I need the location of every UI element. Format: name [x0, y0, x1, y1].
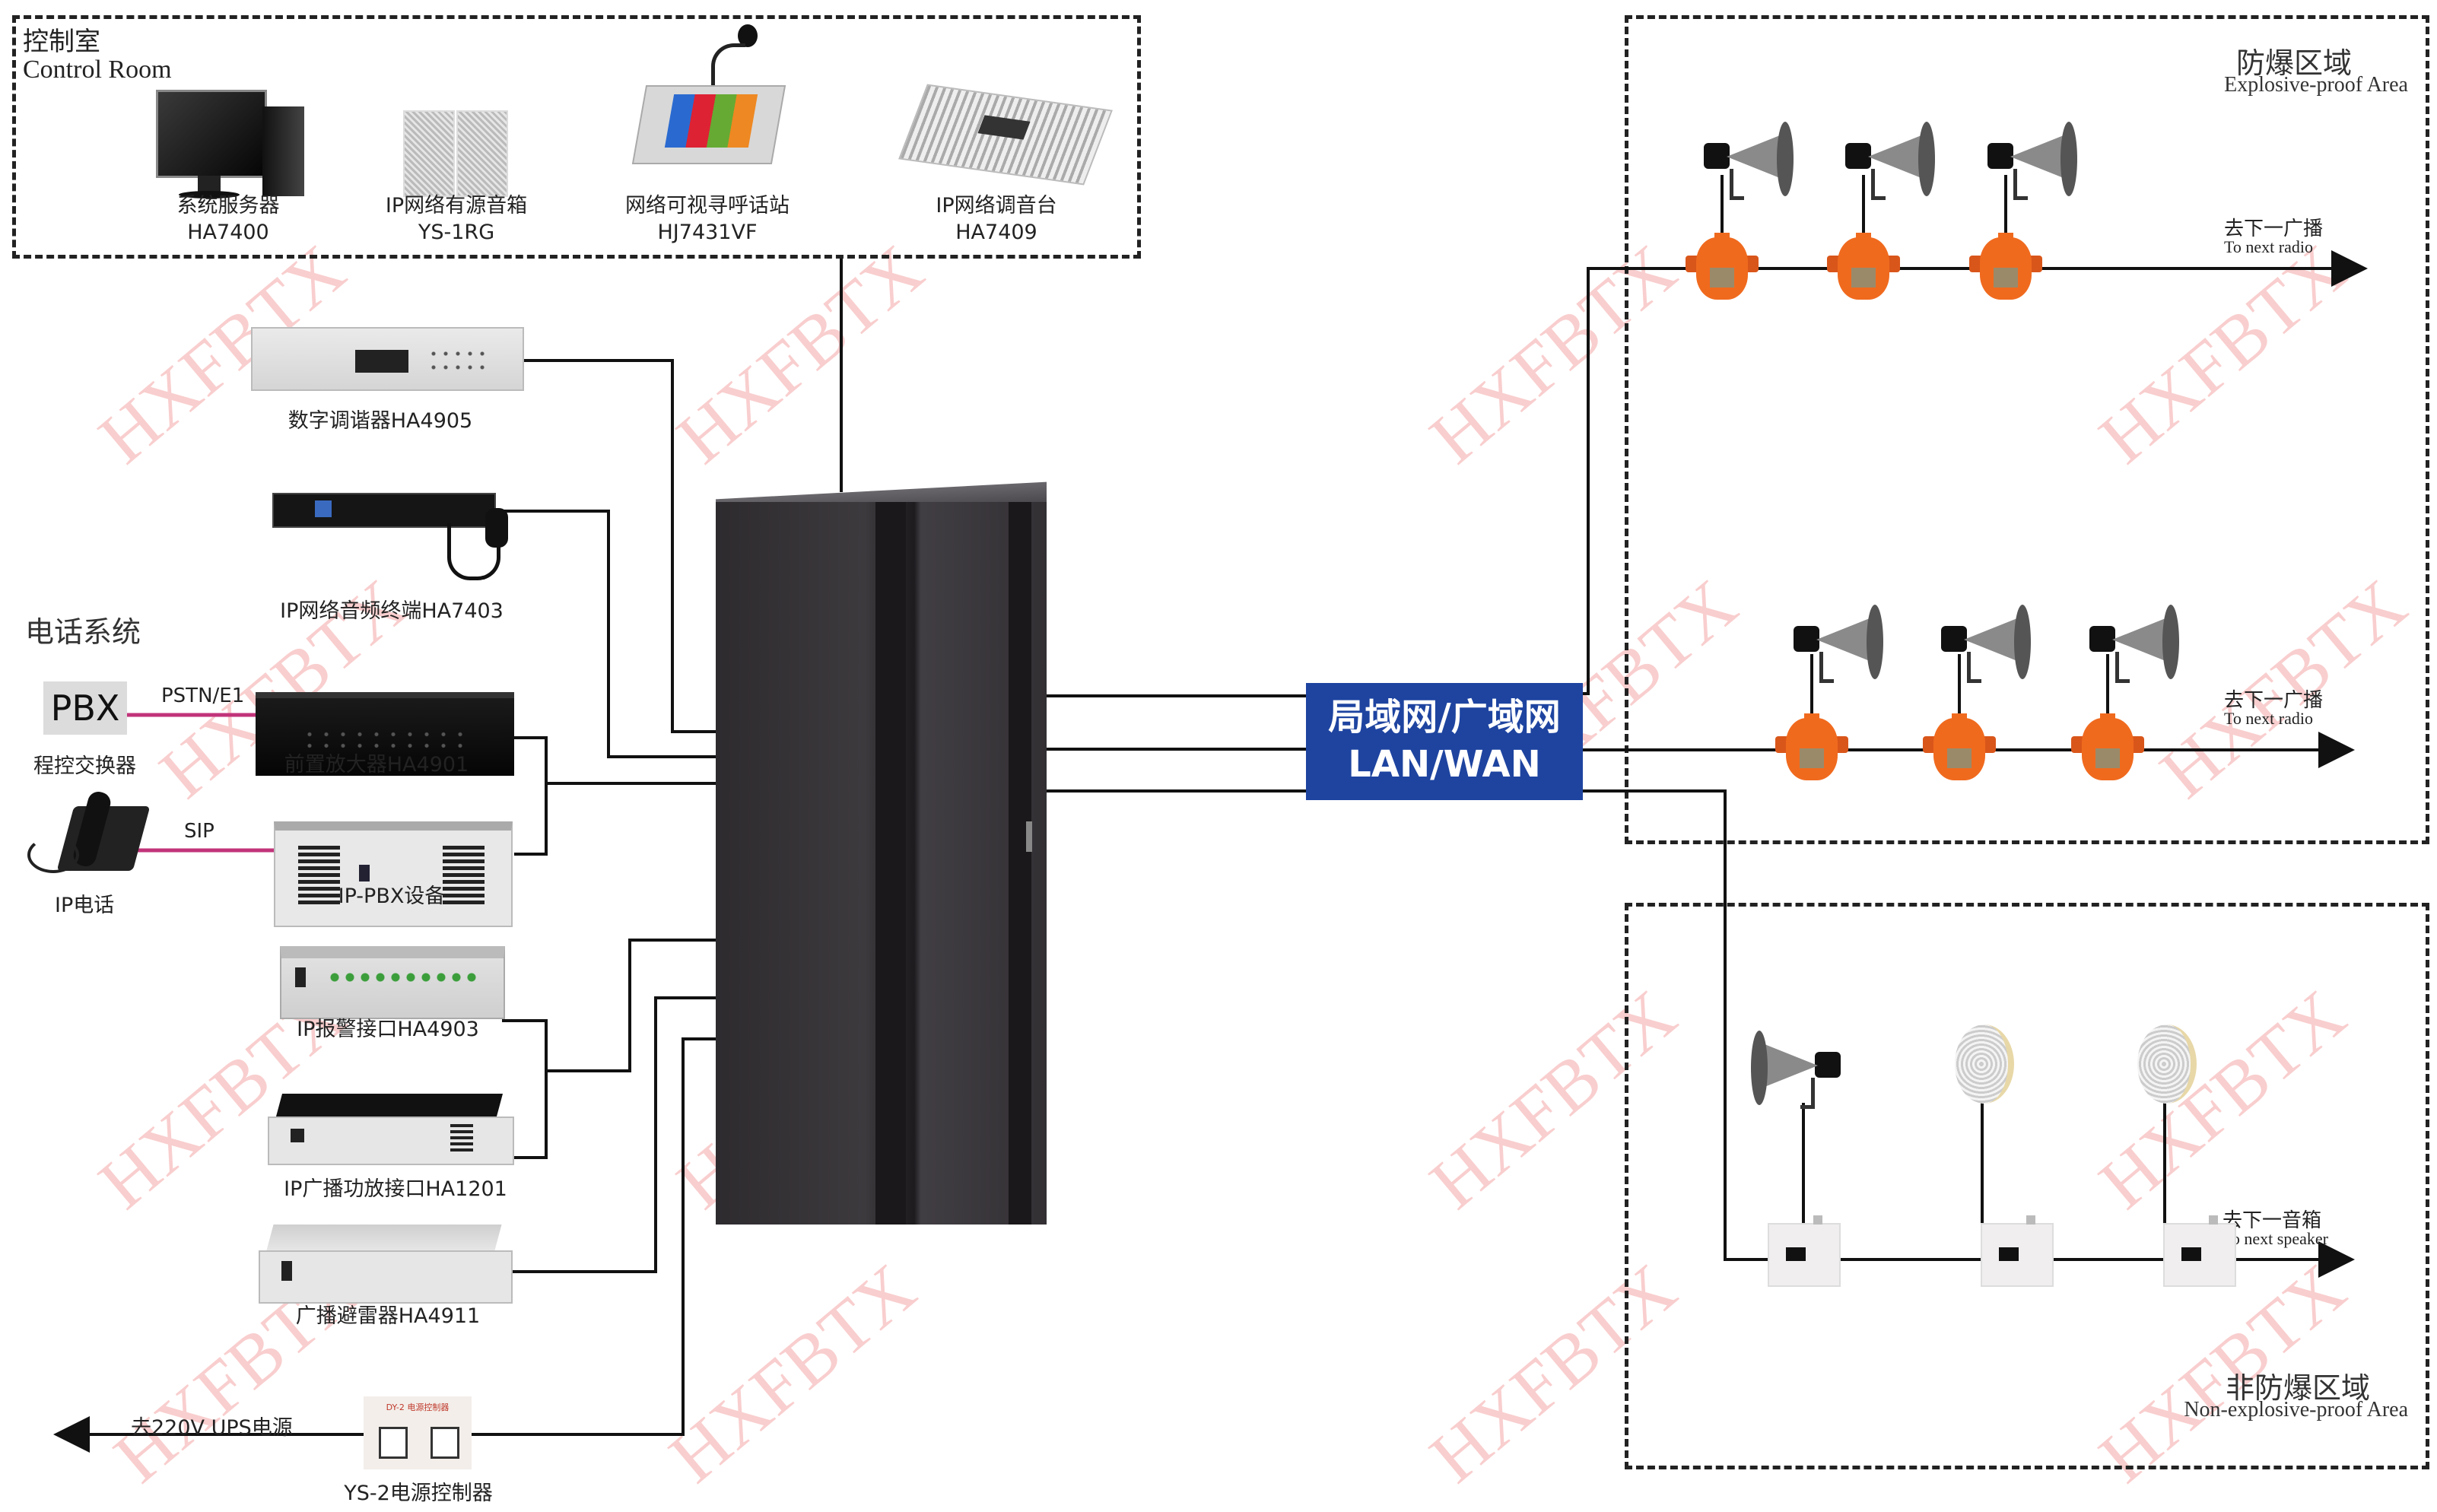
server-computer-icon: [156, 90, 308, 211]
device-label: IP网络音频终端HA7403: [280, 599, 504, 623]
horn-speaker-icon: [1794, 605, 1892, 688]
horn-speaker-icon: [1941, 605, 2040, 688]
wire-alarm-group: [546, 939, 721, 1072]
mixing-console-icon: [898, 84, 1113, 186]
horn-speaker-icon: [1987, 122, 2086, 205]
next-radio-label-cn: 去下一广播: [2224, 689, 2324, 711]
power-panel-label: DY-2 电源控制器: [386, 1402, 450, 1412]
explosion-proof-junction-box-icon: [1775, 713, 1848, 782]
power-controller-icon: DY-2 电源控制器: [364, 1396, 472, 1469]
ip-phone-label: IP电话: [55, 894, 115, 917]
control-room-zone: [12, 15, 1141, 259]
device-model: HJ7431VF: [657, 221, 758, 244]
device-label: IP网络有源音箱: [385, 194, 528, 218]
device-label: 数字调谐器HA4905: [288, 409, 473, 433]
next-radio-label-cn: 去下一广播: [2224, 218, 2324, 240]
paging-station-icon: [624, 24, 791, 164]
wire-tuner: [520, 359, 718, 733]
ceiling-speaker-icon: [1955, 1024, 2016, 1108]
amplifier-interface-icon: [268, 1094, 514, 1165]
wire-alarm: [502, 1019, 548, 1159]
control-room-title-cn: 控制室: [23, 28, 100, 56]
device-model: HA7409: [955, 221, 1037, 244]
device-model: YS-1RG: [418, 221, 495, 244]
next-speaker-label-cn: 去下一音箱: [2223, 1209, 2322, 1231]
wire-power: [472, 1037, 721, 1436]
next-speaker-label-en: To next speaker: [2223, 1229, 2328, 1248]
horn-speaker-icon: [1742, 1031, 1841, 1114]
device-label: IP网络调音台: [936, 194, 1057, 218]
sip-label: SIP: [184, 820, 214, 843]
lan-wan-title-cn: 局域网/广域网: [1328, 696, 1561, 739]
non-explosive-proof-zone: [1625, 903, 2429, 1469]
explosive-zone-title-en: Explosive-proof Area: [2224, 73, 2408, 97]
ups-label: 去220V UPS电源: [131, 1416, 293, 1440]
pbx-label: 程控交换器: [33, 754, 136, 778]
active-speaker-icon: [403, 110, 510, 198]
digital-tuner-icon: [251, 327, 524, 391]
explosion-proof-junction-box-icon: [1923, 713, 1996, 782]
speaker-junction-box-icon: [1768, 1215, 1841, 1287]
explosion-proof-junction-box-icon: [2071, 713, 2144, 782]
audio-terminal-icon: [272, 493, 516, 584]
speaker-junction-box-icon: [2163, 1215, 2236, 1287]
lightning-arrester-icon: [259, 1225, 513, 1304]
wire-preamp: [514, 736, 548, 856]
non-explosive-zone-title-cn: 非防爆区域: [2225, 1373, 2370, 1405]
next-radio-label-en: To next radio: [2224, 237, 2313, 256]
alarm-interface-icon: [280, 946, 505, 1019]
phone-system-title: 电话系统: [25, 615, 141, 649]
explosion-proof-junction-box-icon: [1827, 233, 1900, 301]
explosion-proof-junction-box-icon: [1969, 233, 2042, 301]
ip-phone-icon: [27, 789, 151, 878]
lan-wan-title-en: LAN/WAN: [1348, 743, 1541, 786]
explosive-proof-zone: [1625, 15, 2429, 844]
device-label: IP报警接口HA4903: [297, 1018, 479, 1041]
horn-speaker-icon: [1704, 122, 1803, 205]
wire-arrester: [502, 996, 721, 1273]
ceiling-speaker-icon: [2137, 1024, 2198, 1108]
next-radio-label-en: To next radio: [2224, 709, 2313, 728]
pstn-label: PSTN/E1: [161, 685, 245, 707]
explosive-zone-title-cn: 防爆区域: [2235, 48, 2352, 80]
non-explosive-zone-title-en: Non-explosive-proof Area: [2184, 1398, 2408, 1421]
device-label: 网络可视寻呼话站: [625, 194, 790, 218]
lan-wan-box: 局域网/广域网 LAN/WAN: [1306, 683, 1583, 800]
device-label: 前置放大器HA4901: [284, 753, 469, 777]
device-label: 广播避雷器HA4911: [295, 1304, 481, 1328]
device-label: 系统服务器: [176, 194, 280, 218]
device-model: HA7400: [187, 221, 269, 244]
control-room-title-en: Control Room: [23, 56, 172, 84]
horn-speaker-icon: [2089, 605, 2188, 688]
wire-audio-terminal: [502, 510, 718, 758]
ip-pbx-icon: [274, 821, 513, 927]
device-label: IP-PBX设备: [338, 885, 446, 908]
network-cabinet-icon: [716, 502, 1047, 1225]
pbx-box: PBX: [43, 681, 127, 735]
explosion-proof-junction-box-icon: [1686, 233, 1759, 301]
horn-speaker-icon: [1845, 122, 1944, 205]
preamplifier-icon: [256, 692, 514, 776]
speaker-junction-box-icon: [1981, 1215, 2054, 1287]
device-label: YS-2电源控制器: [344, 1482, 493, 1505]
device-label: IP广播功放接口HA1201: [284, 1177, 507, 1201]
